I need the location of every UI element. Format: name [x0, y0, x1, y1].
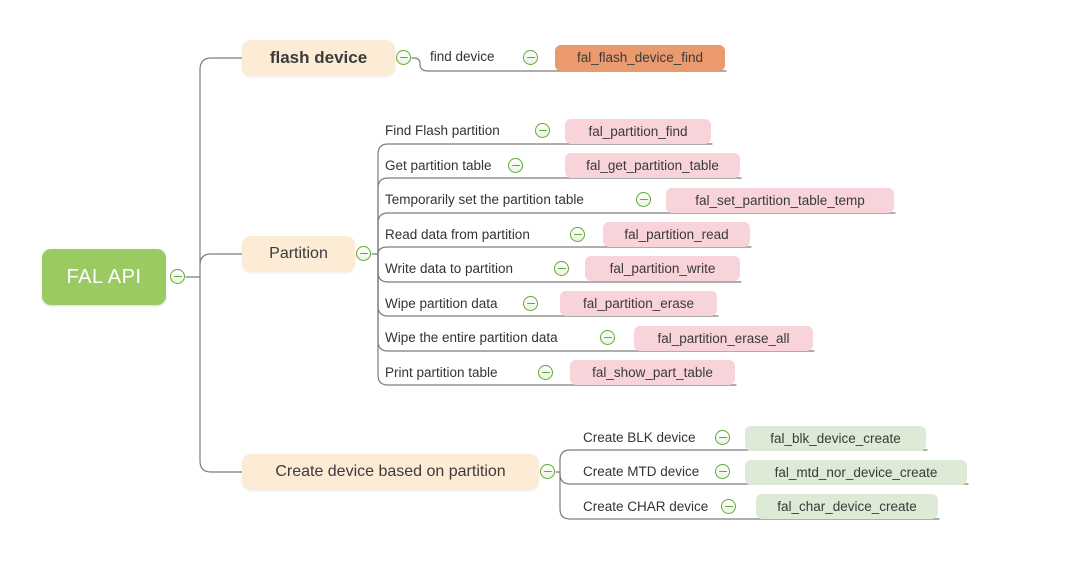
- func-fal-char-device-create[interactable]: fal_char_device_create: [756, 494, 938, 519]
- subtopic-write-data-to-partition[interactable]: Write data to partition: [385, 261, 514, 276]
- subtopic-print-partition-table[interactable]: Print partition table: [385, 365, 498, 380]
- collapse-minus-icon[interactable]: [636, 192, 651, 207]
- branch-flash-device[interactable]: flash device: [242, 40, 395, 76]
- func-fal-get-partition-table[interactable]: fal_get_partition_table: [565, 153, 740, 178]
- collapse-minus-icon[interactable]: [538, 365, 553, 380]
- subtopic-find-device[interactable]: find device: [430, 49, 495, 64]
- collapse-minus-icon[interactable]: [600, 330, 615, 345]
- branch-create-device-based-on-partition[interactable]: Create device based on partition: [242, 454, 539, 490]
- collapse-minus-icon[interactable]: [535, 123, 550, 138]
- subtopic-read-data-from-partition[interactable]: Read data from partition: [385, 227, 530, 242]
- root-node-fal-api[interactable]: FAL API: [42, 249, 166, 305]
- func-fal-partition-write[interactable]: fal_partition_write: [585, 256, 740, 281]
- subtopic-wipe-entire-partition-data[interactable]: Wipe the entire partition data: [385, 330, 558, 345]
- func-fal-partition-erase[interactable]: fal_partition_erase: [560, 291, 717, 316]
- collapse-minus-icon[interactable]: [356, 246, 371, 261]
- collapse-minus-icon[interactable]: [170, 269, 185, 284]
- func-fal-partition-read[interactable]: fal_partition_read: [603, 222, 750, 247]
- subtopic-create-blk-device[interactable]: Create BLK device: [583, 430, 696, 445]
- func-fal-blk-device-create[interactable]: fal_blk_device_create: [745, 426, 926, 451]
- collapse-minus-icon[interactable]: [715, 464, 730, 479]
- subtopic-temporarily-set-partition-table[interactable]: Temporarily set the partition table: [385, 192, 584, 207]
- subtopic-create-char-device[interactable]: Create CHAR device: [583, 499, 709, 514]
- func-fal-set-partition-table-temp[interactable]: fal_set_partition_table_temp: [666, 188, 894, 213]
- collapse-minus-icon[interactable]: [540, 464, 555, 479]
- collapse-minus-icon[interactable]: [570, 227, 585, 242]
- subtopic-get-partition-table[interactable]: Get partition table: [385, 158, 492, 173]
- branch-partition[interactable]: Partition: [242, 236, 355, 272]
- func-fal-show-part-table[interactable]: fal_show_part_table: [570, 360, 735, 385]
- subtopic-wipe-partition-data[interactable]: Wipe partition data: [385, 296, 498, 311]
- collapse-minus-icon[interactable]: [721, 499, 736, 514]
- collapse-minus-icon[interactable]: [508, 158, 523, 173]
- func-fal-partition-erase-all[interactable]: fal_partition_erase_all: [634, 326, 813, 351]
- collapse-minus-icon[interactable]: [523, 50, 538, 65]
- collapse-minus-icon[interactable]: [715, 430, 730, 445]
- collapse-minus-icon[interactable]: [396, 50, 411, 65]
- collapse-minus-icon[interactable]: [554, 261, 569, 276]
- collapse-minus-icon[interactable]: [523, 296, 538, 311]
- func-fal-partition-find[interactable]: fal_partition_find: [565, 119, 711, 144]
- subtopic-create-mtd-device[interactable]: Create MTD device: [583, 464, 700, 479]
- func-fal-mtd-nor-device-create[interactable]: fal_mtd_nor_device_create: [745, 460, 967, 485]
- subtopic-find-flash-partition[interactable]: Find Flash partition: [385, 123, 500, 138]
- func-fal-flash-device-find[interactable]: fal_flash_device_find: [555, 45, 725, 71]
